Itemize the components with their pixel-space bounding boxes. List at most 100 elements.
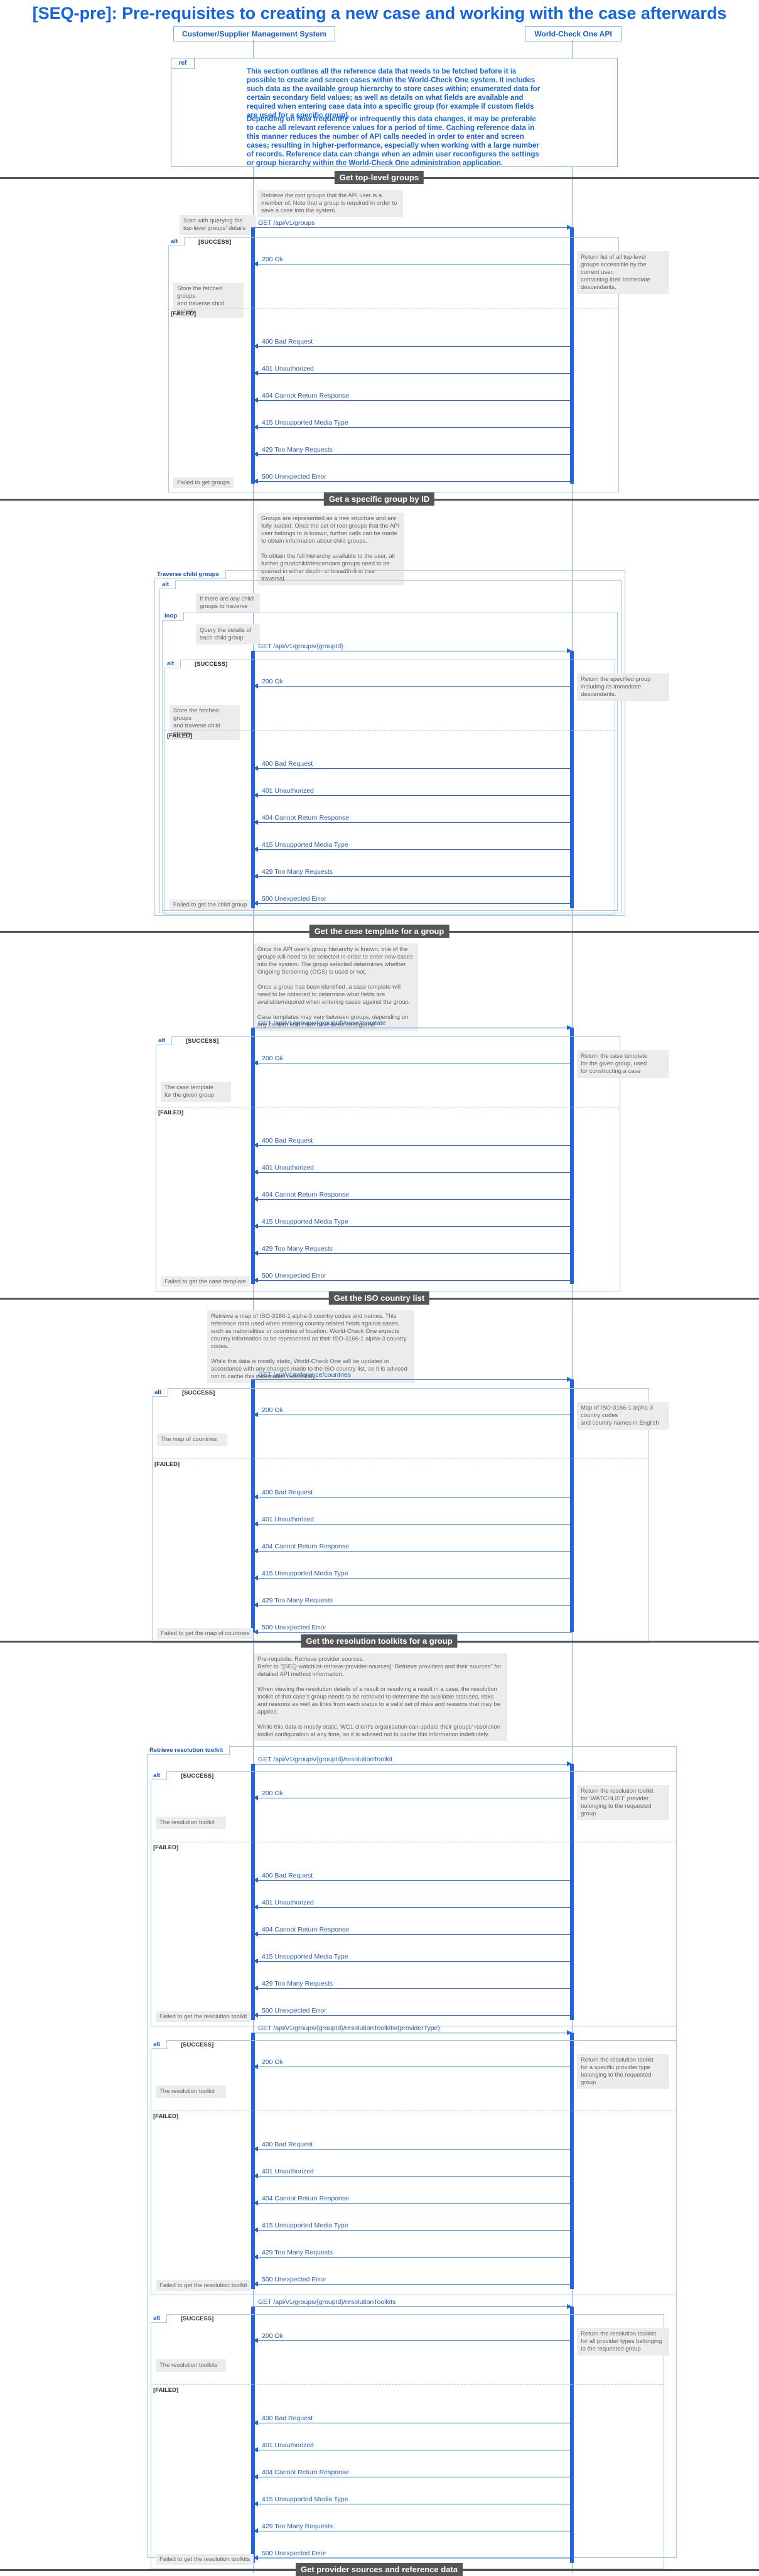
stored-note: The resolution toolkits <box>156 2359 226 2372</box>
response-arrowhead <box>253 1224 258 1229</box>
response-arrowhead <box>253 2555 258 2560</box>
response-label: 400 Bad Request <box>262 1137 313 1144</box>
response-label: 401 Unauthorized <box>262 1899 314 1906</box>
response-arrowhead <box>253 1548 258 1553</box>
alt-condition-note: If there are any child groups to travers… <box>196 593 260 613</box>
response-arrowhead <box>253 2447 258 2452</box>
request-label: GET /api/v1/groups/{groupId}/caseTemplat… <box>258 1019 386 1027</box>
failed-guard: [FAILED] <box>153 1844 179 1851</box>
response-arrow-line <box>258 1199 572 1200</box>
response-note: Return the resolution toolkits for all p… <box>577 2328 669 2356</box>
response-label: 500 Unexpected Error <box>262 2276 326 2283</box>
alt-tag: alt <box>151 1771 168 1780</box>
success-guard: [SUCCESS] <box>181 2315 214 2322</box>
response-arrow-line <box>258 400 572 401</box>
failure-note: Failed to get the case template <box>161 1276 250 1287</box>
response-arrow-line <box>258 427 572 428</box>
section-header: Get a specific group by ID <box>323 492 435 506</box>
response-arrowhead <box>253 793 258 798</box>
stored-note: The resolution toolkit <box>156 1817 226 1829</box>
alt-frame <box>151 2040 677 2295</box>
client-activation <box>251 1028 255 1284</box>
response-label: 500 Unexpected Error <box>262 895 326 903</box>
participant-world-check-api: World-Check One API <box>525 26 622 41</box>
response-label: 200 Ok <box>262 1406 283 1414</box>
response-arrowhead <box>253 371 258 376</box>
response-arrowhead <box>253 1251 258 1256</box>
loop-frame <box>162 612 618 911</box>
response-label: 500 Unexpected Error <box>262 1624 326 1631</box>
response-arrow-line <box>258 2340 572 2341</box>
response-arrow-line <box>258 2203 572 2204</box>
alt-outer-tag: alt <box>159 580 176 589</box>
response-arrow-line <box>258 1145 572 1146</box>
section-header: Get provider sources and reference data <box>296 2563 463 2576</box>
response-arrowhead <box>253 1905 258 1910</box>
request-arrow-line <box>253 227 567 228</box>
failed-guard: [FAILED] <box>153 2387 179 2394</box>
response-arrow-line <box>258 2257 572 2258</box>
response-label: 429 Too Many Requests <box>262 1980 333 1987</box>
response-label: 500 Unexpected Error <box>262 1272 326 1280</box>
alt-outer-frame <box>159 580 622 913</box>
response-arrowhead <box>253 1412 258 1417</box>
section-note: Retrieve the root groups that the API us… <box>257 190 403 217</box>
response-label: 415 Unsupported Media Type <box>262 2496 348 2503</box>
section-note: Groups are represented as a tree structu… <box>257 513 404 585</box>
response-note: Return list of all top-level groups acce… <box>577 251 669 294</box>
request-label: GET /api/v1/groups/{groupId}/resolutionT… <box>258 2024 440 2032</box>
response-label: 404 Cannot Return Response <box>262 1926 349 1933</box>
alt-tag: alt <box>164 660 181 668</box>
response-label: 200 Ok <box>262 678 283 685</box>
traverse-tag: Traverse child groups <box>154 570 226 579</box>
response-arrowhead <box>253 425 258 430</box>
api-activation <box>570 1379 574 1632</box>
section-header: Get the case template for a group <box>309 925 449 938</box>
request-label: GET /api/v1/groups/{groupId}/resolutionT… <box>258 1756 393 1763</box>
failure-note: Failed to get the map of countries <box>157 1628 253 1639</box>
request-arrow-line <box>253 1379 567 1380</box>
response-arrowhead <box>253 2528 258 2533</box>
alt-tag: alt <box>156 1036 173 1045</box>
response-label: 400 Bad Request <box>262 2415 313 2422</box>
failure-note: Failed to get the resolution toolkits <box>156 2554 254 2565</box>
response-arrowhead <box>253 1197 258 1202</box>
lifeline-customer-system <box>253 40 254 2573</box>
response-arrowhead <box>253 1575 258 1580</box>
alt-separator <box>164 730 614 731</box>
response-arrowhead <box>253 2173 258 2178</box>
response-label: 401 Unauthorized <box>262 2442 314 2449</box>
response-arrowhead <box>253 2474 258 2479</box>
client-activation <box>251 2307 255 2563</box>
response-arrow-line <box>258 822 572 823</box>
response-label: 200 Ok <box>262 2332 283 2340</box>
response-arrowhead <box>253 1959 258 1964</box>
success-guard: [SUCCESS] <box>186 1038 219 1045</box>
response-arrow-line <box>258 1632 572 1633</box>
loop-tag: loop <box>162 612 185 621</box>
response-arrowhead <box>253 1629 258 1634</box>
response-arrowhead <box>253 1602 258 1607</box>
section-note: Pre-requisite: Retrieve provider sources… <box>254 1653 507 1741</box>
response-arrowhead <box>253 2338 258 2343</box>
response-label: 200 Ok <box>262 1055 283 1062</box>
api-activation <box>570 1764 574 2020</box>
response-arrowhead <box>253 479 258 484</box>
client-activation <box>251 1379 255 1632</box>
response-arrow-line <box>258 1172 572 1173</box>
response-arrow-line <box>258 1226 572 1227</box>
response-label: 401 Unauthorized <box>262 2168 314 2175</box>
response-label: 415 Unsupported Media Type <box>262 1953 348 1960</box>
response-arrowhead <box>253 261 258 266</box>
response-arrowhead <box>253 1795 258 1800</box>
request-arrowhead <box>567 225 572 230</box>
response-label: 200 Ok <box>262 1790 283 1797</box>
request-label: GET /api/v1/groups <box>258 219 315 227</box>
success-guard: [SUCCESS] <box>195 661 228 668</box>
api-activation <box>570 2307 574 2563</box>
response-arrowhead <box>253 2420 258 2425</box>
response-arrow-line <box>258 1907 572 1908</box>
request-arrowhead <box>567 1377 572 1382</box>
response-arrow-line <box>258 1253 572 1254</box>
response-arrow-line <box>258 849 572 850</box>
